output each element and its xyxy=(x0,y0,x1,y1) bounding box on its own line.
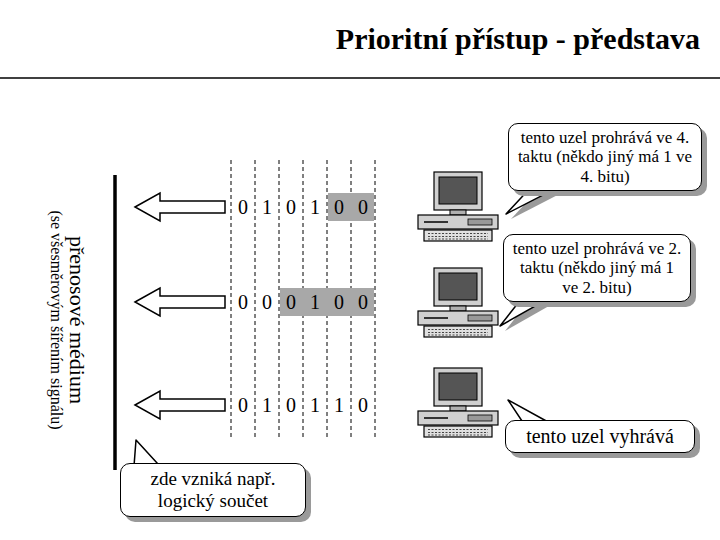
bit-sequence: 0 1 0 1 0 0 xyxy=(238,197,368,217)
medium-note: (se všesměrovým šířením signálu) xyxy=(47,210,65,429)
callout-tail xyxy=(500,299,547,326)
title-rule xyxy=(0,77,720,79)
label-wrap: 0 1 0 1 1 0 xyxy=(238,395,368,415)
bit-clock-lines xyxy=(231,160,375,440)
bit-clock-line xyxy=(231,160,232,440)
callout-bubble: tento uzel prohrává ve 2. taktu (někdo j… xyxy=(503,234,691,303)
medium-label: přenosové médium xyxy=(64,236,90,404)
callout-text: zde vzniká např. logický součet xyxy=(128,468,298,512)
signal-arrow xyxy=(135,193,225,221)
computer-node xyxy=(418,368,498,437)
callout-tail xyxy=(506,188,556,214)
title-wrap: Prioritní přístup - představa xyxy=(336,22,700,56)
label-wrap: 0 1 0 1 0 0 xyxy=(238,197,368,217)
label-wrap: 0 0 0 1 0 0 xyxy=(238,292,368,312)
callout-bubble: tento uzel prohrává ve 4. taktu (někdo j… xyxy=(508,123,702,192)
medium-line xyxy=(113,175,117,470)
title: Prioritní přístup - představa xyxy=(336,22,700,56)
callout-text: tento uzel prohrává ve 2. taktu (někdo j… xyxy=(511,239,683,298)
callout-text: tento uzel vyhrává xyxy=(513,425,687,448)
callout-bubble: tento uzel vyhrává xyxy=(505,420,695,453)
signal-arrow xyxy=(135,288,225,316)
computer-node xyxy=(418,172,498,241)
bit-clock-line xyxy=(375,160,376,440)
callout-bubble: zde vzniká např. logický součet xyxy=(120,463,306,517)
callout-text: tento uzel prohrává ve 4. taktu (někdo j… xyxy=(516,128,694,187)
computer-node xyxy=(418,268,498,337)
callout-tails xyxy=(134,188,561,471)
bit-sequence: 0 1 0 1 1 0 xyxy=(238,395,368,415)
bit-sequence: 0 0 0 1 0 0 xyxy=(238,292,368,312)
signal-arrow xyxy=(135,391,225,419)
